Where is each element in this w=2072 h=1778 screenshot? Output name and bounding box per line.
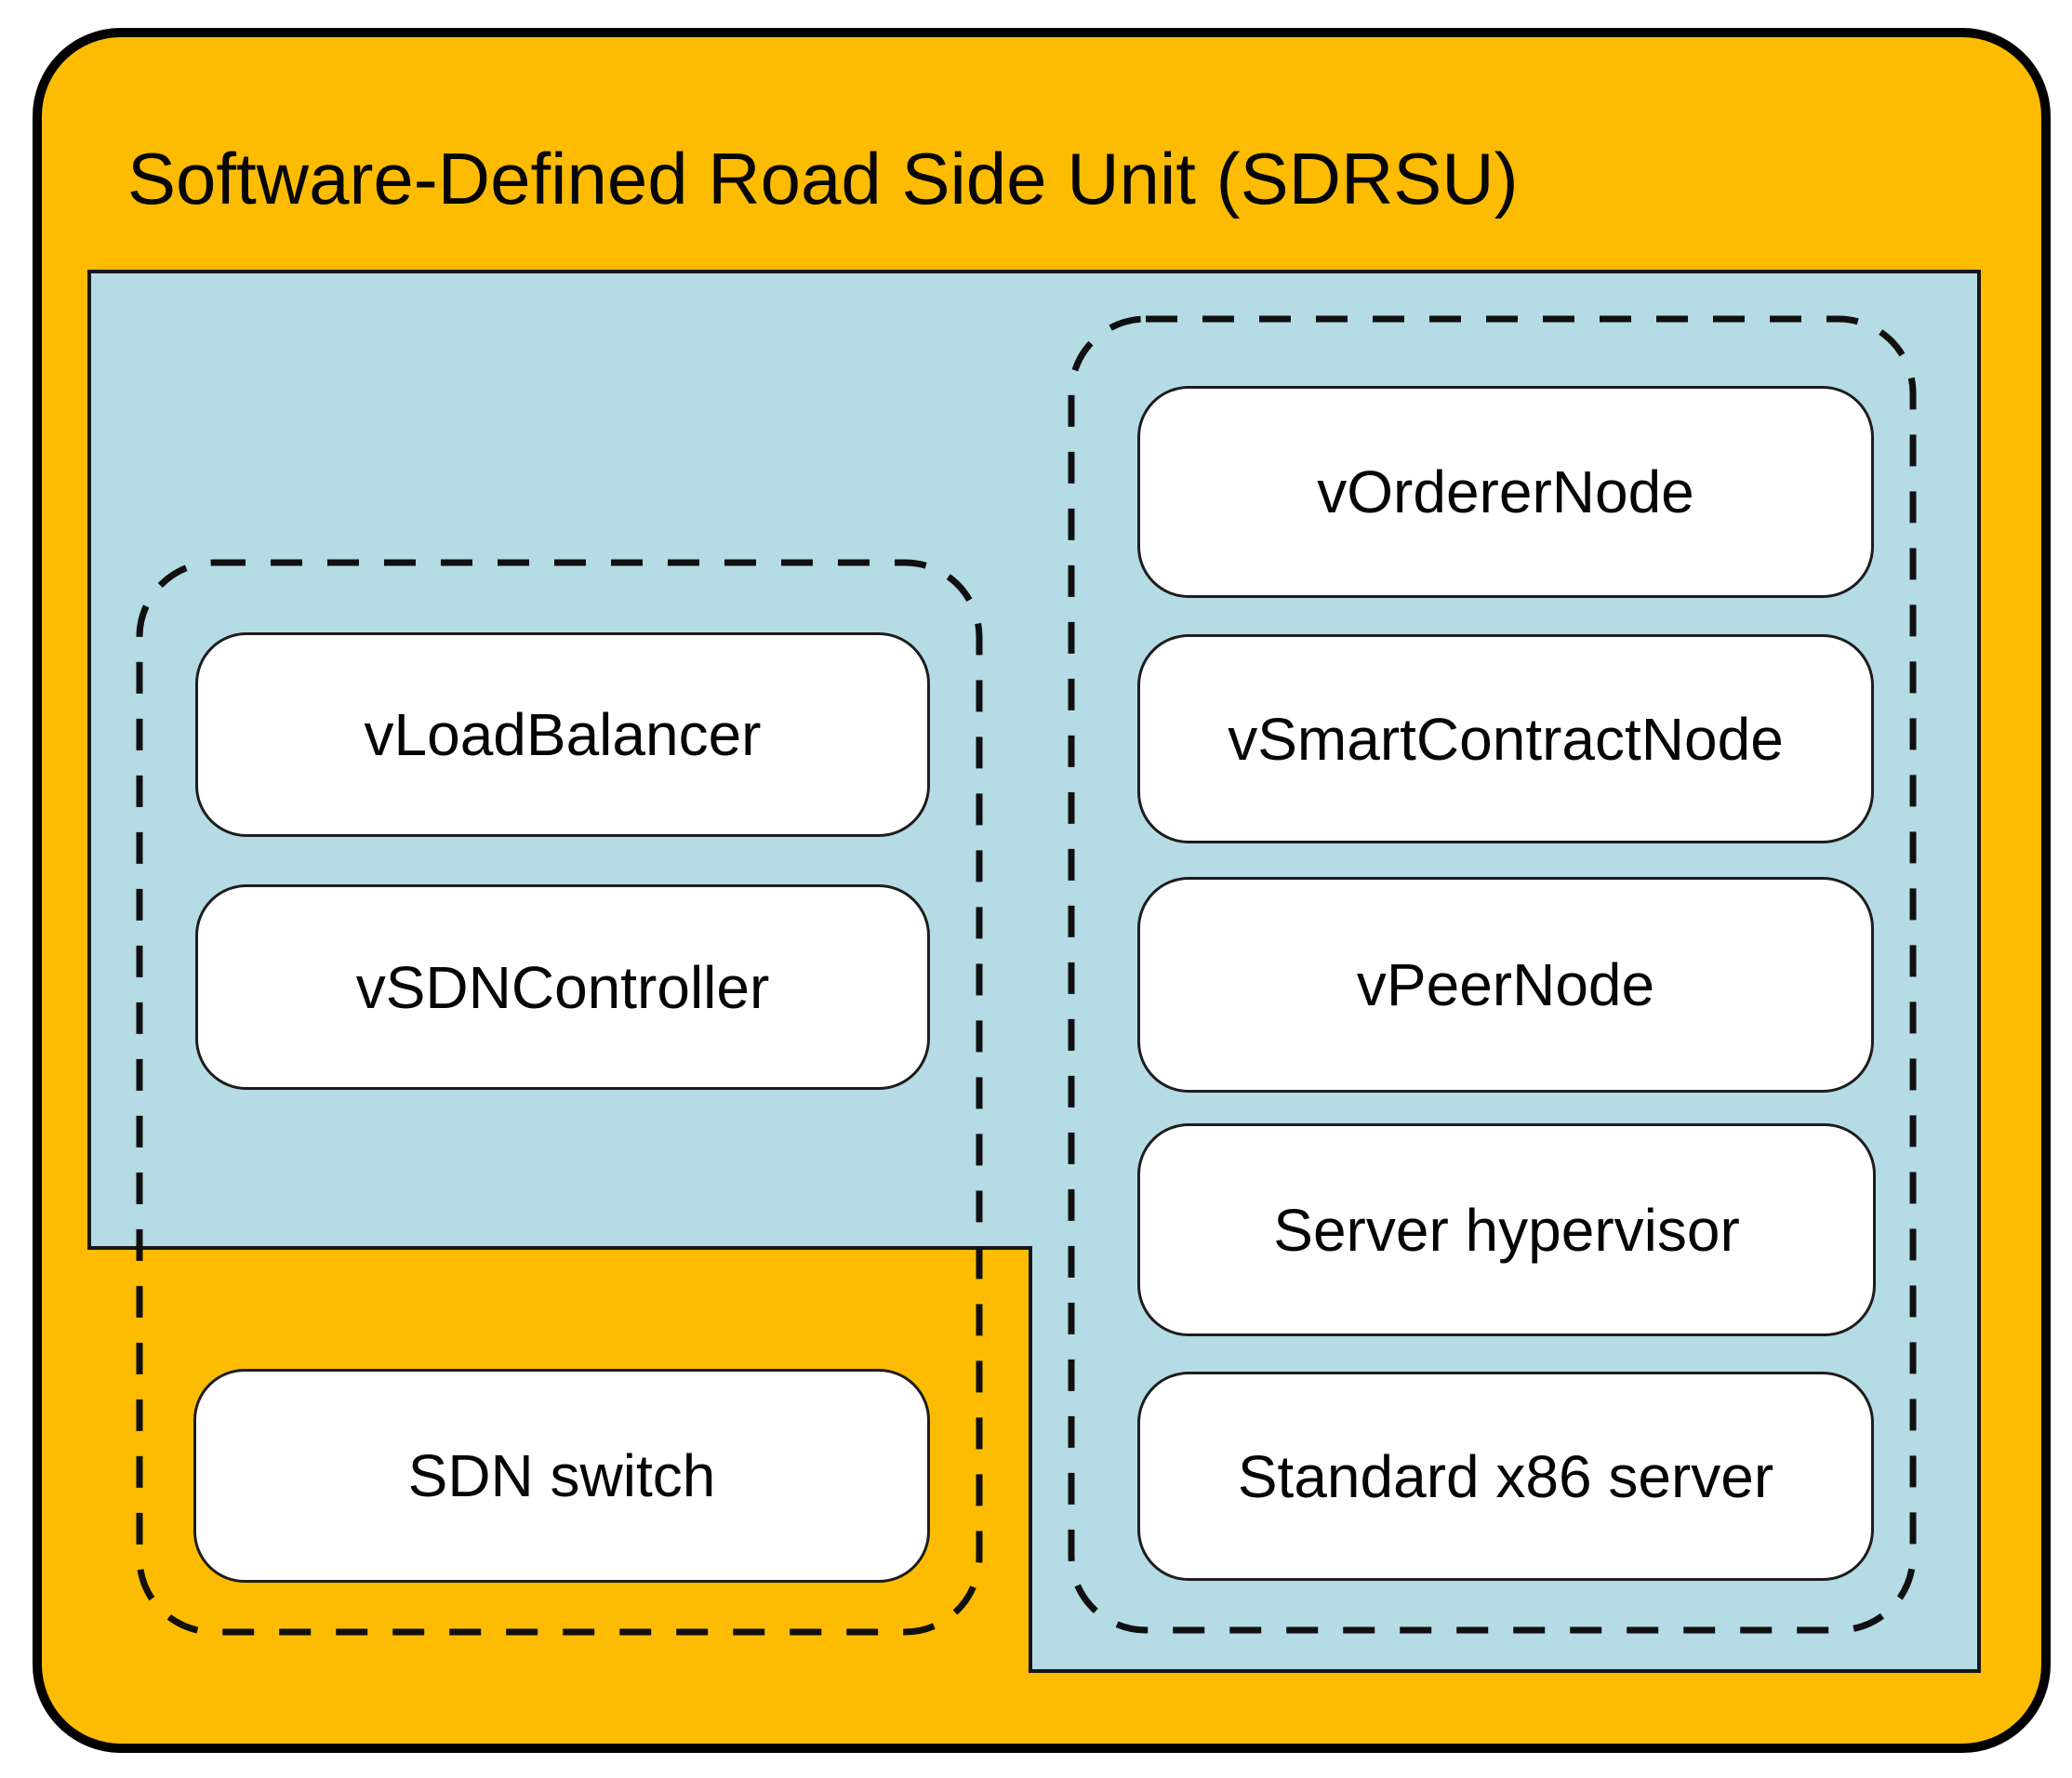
node-box-standard-x86-server: Standard x86 server	[1137, 1372, 1874, 1581]
node-box-server-hypervisor: Server hypervisor	[1137, 1123, 1876, 1336]
node-box-vloadbalancer: vLoadBalancer	[195, 632, 930, 837]
server-domain-dashed-boundary	[1068, 315, 1917, 1634]
sdn-domain-dashed-boundary	[136, 559, 983, 1636]
diagram-title: Software-Defined Road Side Unit (SDRSU)	[127, 138, 1519, 219]
node-box-sdn-switch: SDN switch	[193, 1369, 930, 1583]
node-box-vorderernode: vOrdererNode	[1137, 386, 1874, 598]
node-box-vsmartcontractnode: vSmartContractNode	[1137, 634, 1874, 843]
node-box-vsdncontroller: vSDNController	[195, 884, 930, 1090]
node-box-vpeernode: vPeerNode	[1137, 877, 1874, 1093]
